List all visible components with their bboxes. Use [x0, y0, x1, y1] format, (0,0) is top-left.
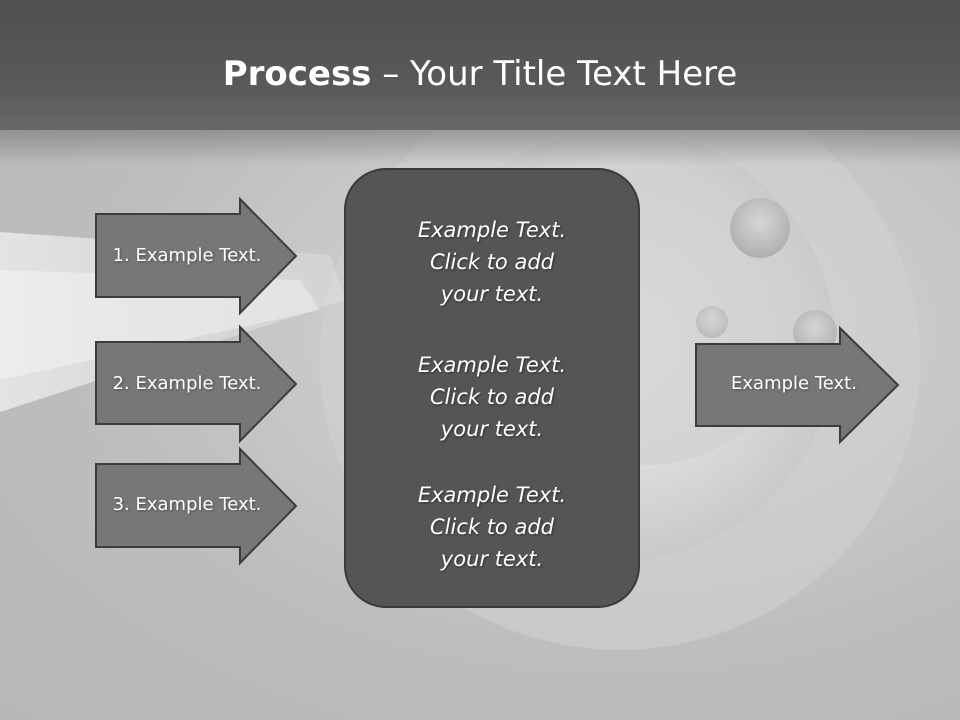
center-paragraph-1[interactable]: Example Text. Click to add your text.	[346, 214, 638, 310]
paragraph-line: Example Text.	[417, 483, 567, 507]
input-arrow-1[interactable]	[95, 196, 298, 316]
paragraph-line: Example Text.	[417, 218, 567, 242]
title-bold-part: Process	[222, 54, 372, 94]
title-rest-part: – Your Title Text Here	[371, 54, 738, 94]
input-arrow-1-label[interactable]: 1. Example Text.	[112, 245, 262, 266]
paragraph-line: Click to add	[429, 515, 554, 539]
paragraph-line: Click to add	[429, 385, 554, 409]
input-arrow-2[interactable]	[95, 324, 298, 444]
paragraph-line: your text.	[440, 282, 544, 306]
slide-title[interactable]: Process – Your Title Text Here	[0, 52, 960, 96]
title-bar	[0, 0, 960, 130]
paragraph-line: your text.	[440, 417, 544, 441]
title-bar-shadow	[0, 125, 960, 165]
paragraph-line: Click to add	[429, 250, 554, 274]
paragraph-line: your text.	[440, 547, 544, 571]
input-arrow-2-label[interactable]: 2. Example Text.	[112, 373, 262, 394]
center-process-box[interactable]: Example Text. Click to add your text. Ex…	[344, 168, 640, 608]
output-arrow-label[interactable]: Example Text.	[731, 373, 857, 394]
paragraph-line: Example Text.	[417, 353, 567, 377]
center-paragraph-2[interactable]: Example Text. Click to add your text.	[346, 349, 638, 445]
center-paragraph-3[interactable]: Example Text. Click to add your text.	[346, 479, 638, 575]
input-arrow-3-label[interactable]: 3. Example Text.	[112, 494, 262, 515]
output-arrow[interactable]	[695, 325, 900, 445]
input-arrow-3[interactable]	[95, 446, 298, 566]
